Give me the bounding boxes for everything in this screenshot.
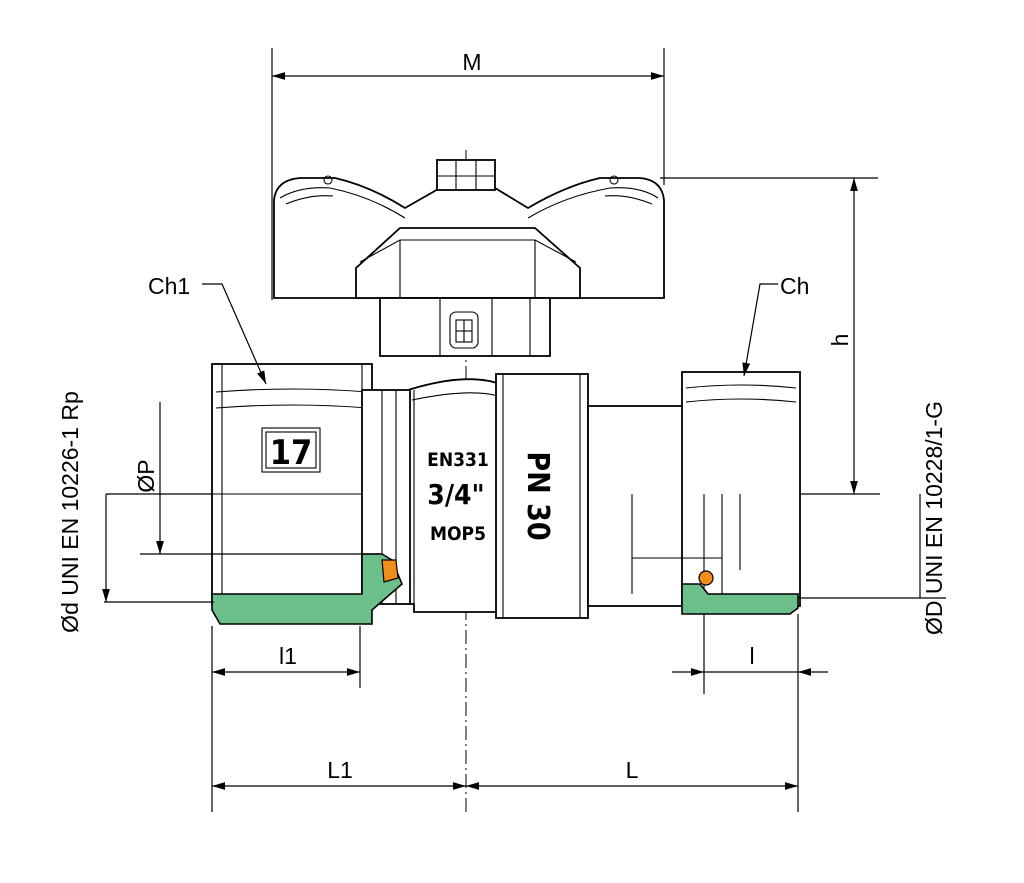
dimension-dP: ØP — [133, 402, 380, 555]
left-female-end — [211, 363, 411, 625]
label-L: L — [626, 757, 639, 783]
dimension-h: h — [660, 177, 878, 494]
thread-seal-left — [211, 553, 403, 625]
stamp-size: 3/4" — [427, 478, 484, 511]
label-Ch: Ch — [780, 273, 809, 299]
dimension-l: l — [672, 614, 828, 812]
label-Ch1: Ch1 — [148, 273, 190, 299]
label-l: l — [749, 643, 754, 669]
right-nut-end — [587, 371, 801, 615]
thread-seal-right — [681, 583, 799, 615]
callout-Ch1: Ch1 — [148, 273, 267, 385]
label-L1: L1 — [327, 757, 353, 783]
label-dd: Ød UNI EN 10226-1 Rp — [57, 391, 83, 633]
dimension-l1: l1 — [211, 626, 361, 812]
dimension-L1: L1 — [212, 757, 466, 790]
valve-body — [407, 373, 589, 619]
butterfly-handle — [273, 159, 665, 357]
stamp-standard: EN331 — [427, 449, 489, 471]
callout-Ch: Ch — [742, 273, 809, 377]
stamp-mop: MOP5 — [430, 523, 486, 545]
dimension-dd: Ød UNI EN 10226-1 Rp — [57, 391, 214, 633]
label-dP: ØP — [133, 459, 159, 492]
label-h: h — [827, 334, 853, 347]
label-dD: ØD UNI EN 10228/1-G — [921, 401, 947, 635]
stamp-pn: PN 30 — [520, 451, 555, 540]
label-l1: l1 — [279, 643, 297, 669]
stamp-hex-size: 17 — [270, 433, 313, 473]
orange-oring-right — [698, 570, 714, 586]
dimension-M: M — [271, 48, 665, 300]
label-M: M — [462, 49, 481, 75]
orange-ring-left — [381, 559, 399, 583]
dimension-L: L — [466, 757, 798, 790]
dimension-dD: ØD UNI EN 10228/1-G — [798, 401, 947, 635]
